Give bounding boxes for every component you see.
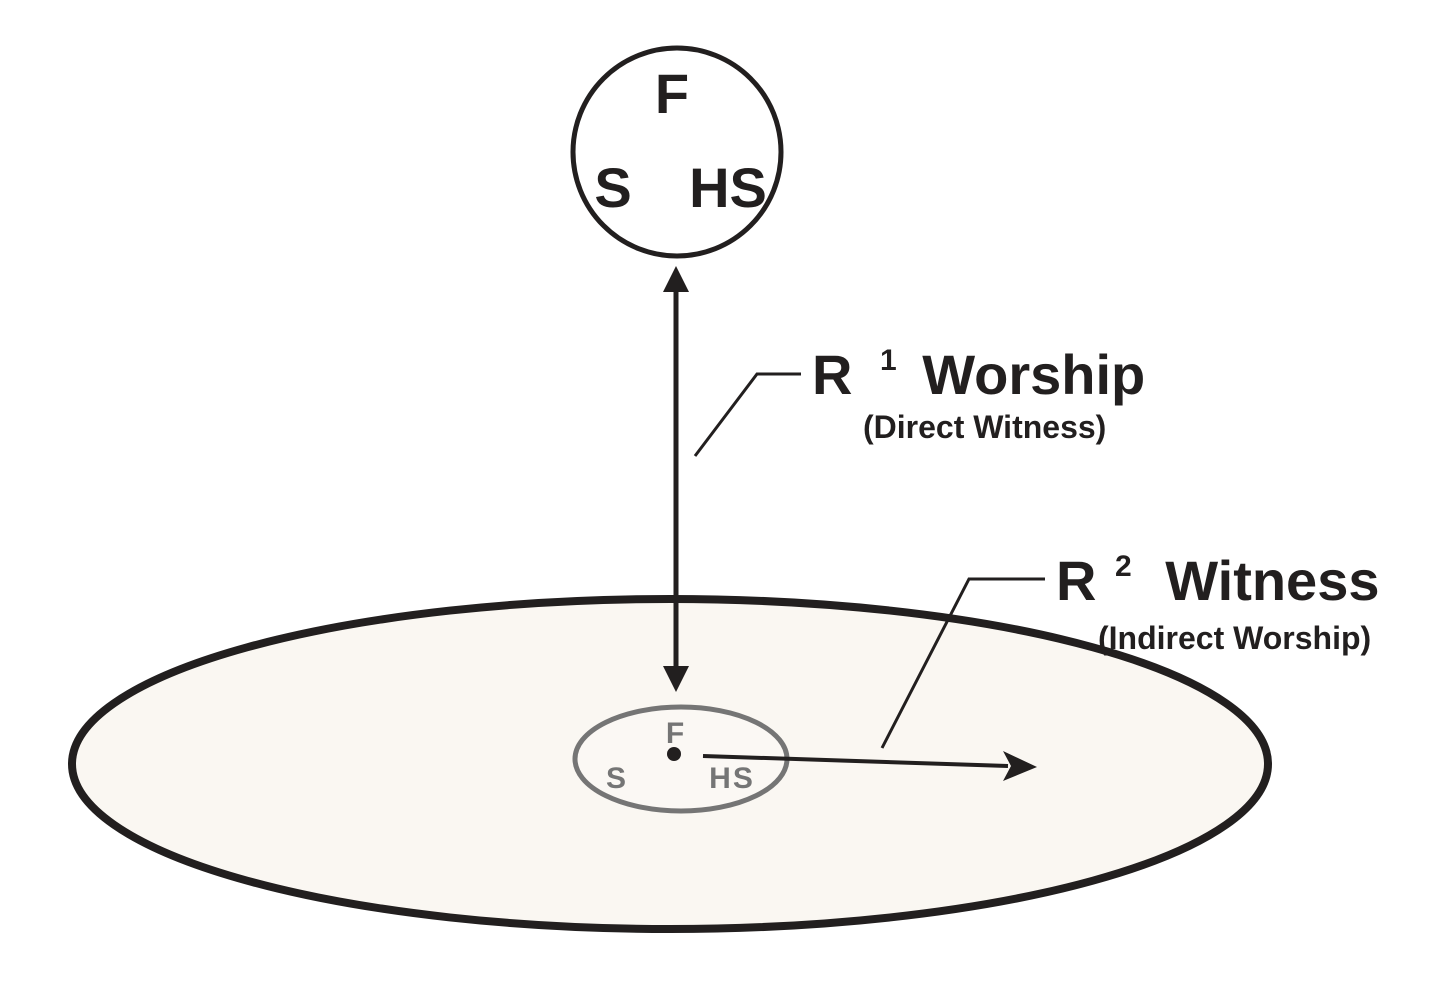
center-dot <box>667 747 681 761</box>
r2-symbol: R <box>1056 549 1096 612</box>
r1-leader-line <box>693 372 801 457</box>
r1-title: Worship <box>922 343 1145 406</box>
r1-superscript: 1 <box>880 344 897 377</box>
r2-witness-label: R 2 Witness <box>1056 525 1379 612</box>
trinity-circle-son-label: S <box>594 156 631 219</box>
inner-trinity-son-label: S <box>606 762 628 795</box>
r1-subtitle: (Direct Witness) <box>863 409 1106 445</box>
worship-arrow-up-head <box>663 266 689 292</box>
worship-double-arrow <box>663 266 689 692</box>
witness-arrow-shaft <box>702 754 1009 768</box>
witness-arrow-head <box>1003 751 1037 781</box>
r2-title: Witness <box>1165 549 1379 612</box>
trinity-circle <box>570 45 784 259</box>
r2-superscript: 2 <box>1115 550 1132 583</box>
r2-subtitle: (Indirect Worship) <box>1098 620 1371 656</box>
r1-worship-label: R 1 Worship <box>812 319 1145 406</box>
trinity-circle-holy-spirit-label: HS <box>689 156 767 219</box>
inner-trinity-father-label: F <box>666 717 686 750</box>
witness-radius-arrow <box>702 751 1037 781</box>
trinity-circle-father-label: F <box>655 62 689 125</box>
r1-symbol: R <box>812 343 852 406</box>
worship-arrow-down-head <box>663 666 689 692</box>
r2-leader-line <box>880 577 1045 749</box>
inner-trinity-holy-spirit-label: HS <box>709 762 755 795</box>
